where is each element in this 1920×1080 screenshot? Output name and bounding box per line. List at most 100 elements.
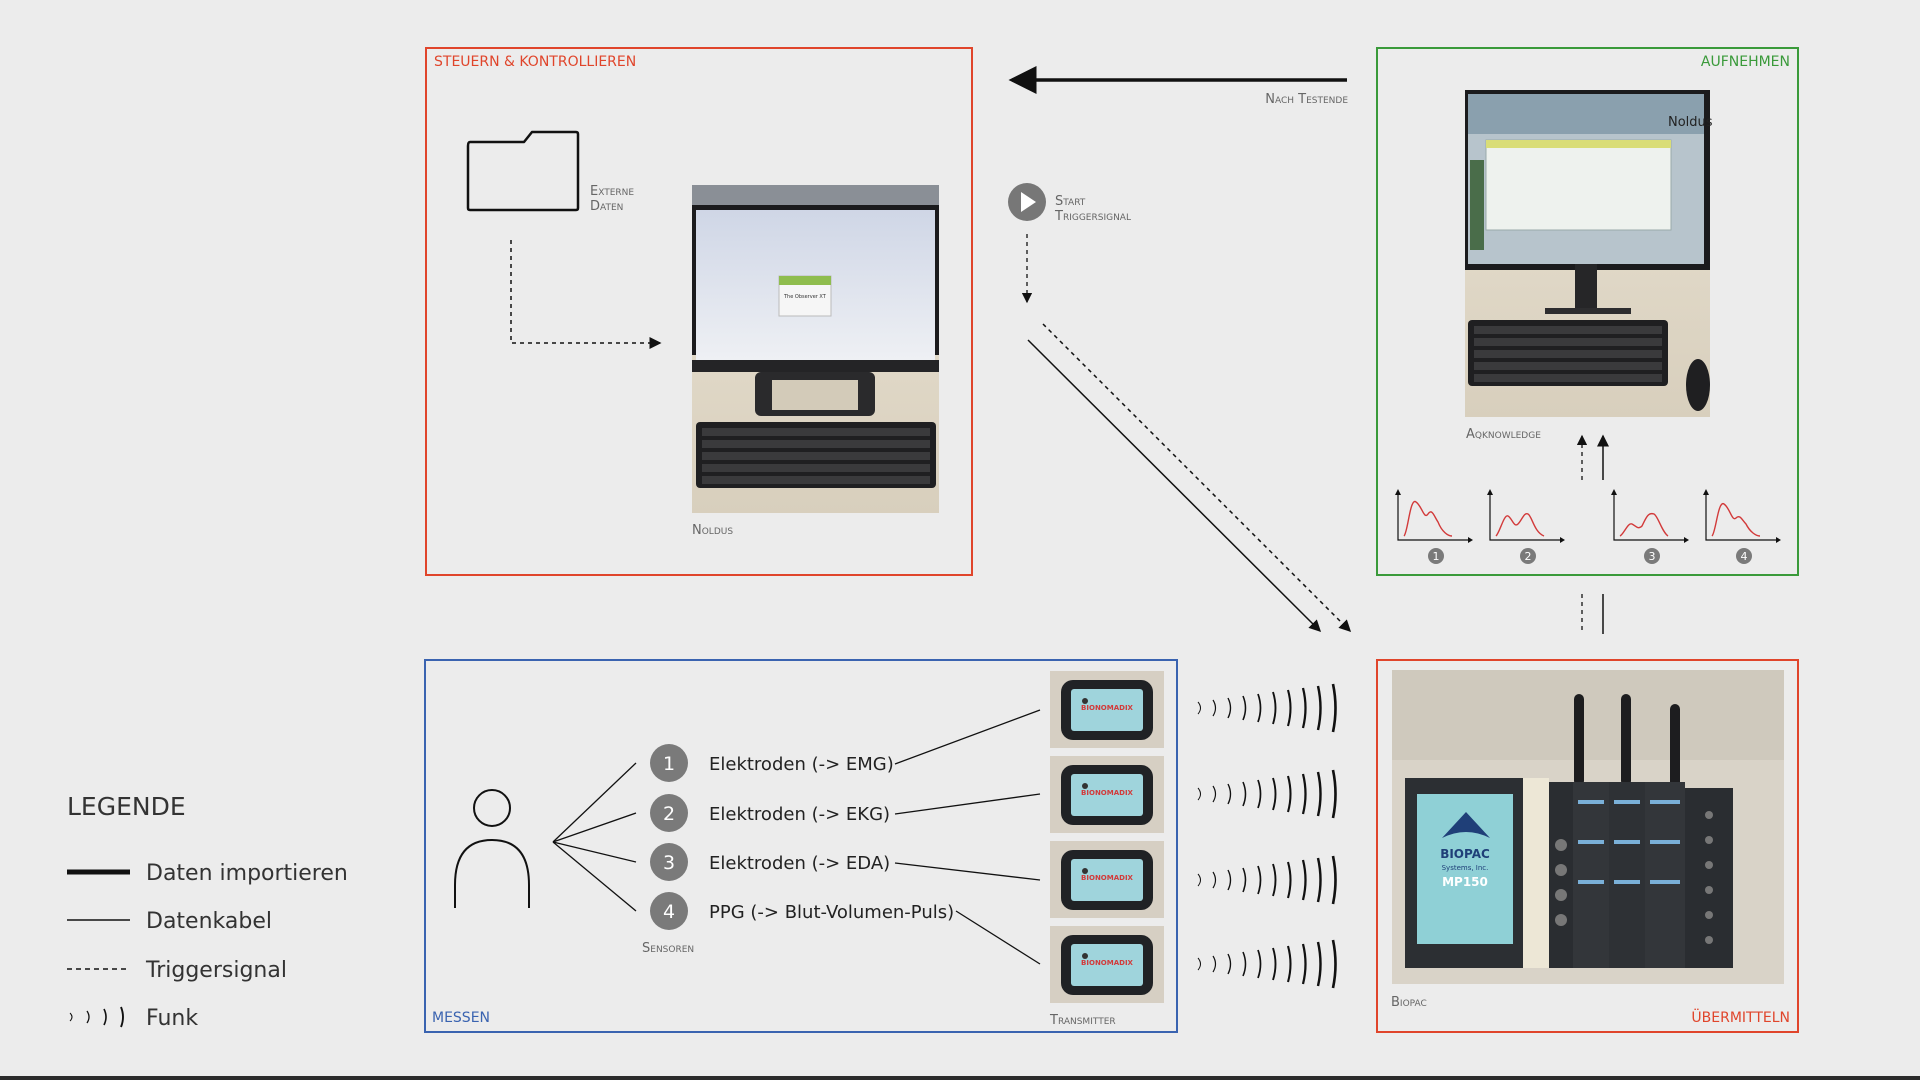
wave-arc xyxy=(1301,943,1307,985)
sensor-item-3: 3 Elektroden (-> EDA) xyxy=(650,843,890,881)
wave-arc xyxy=(1301,687,1307,729)
signal-chart-x-arrowhead xyxy=(1468,537,1473,543)
sensor-number-badge xyxy=(650,892,688,930)
signal-number-badge xyxy=(1644,548,1660,564)
wireless-signals xyxy=(1197,683,1337,989)
play-icon xyxy=(1008,183,1046,221)
biopac-model-label: MP150 xyxy=(1442,875,1488,889)
biopac-module-details xyxy=(1578,800,1680,884)
person-to-sensor-line xyxy=(552,841,637,863)
transmitter-device-1: BIONOMADIX xyxy=(1050,671,1164,748)
transmitter-brand: BIONOMADIX xyxy=(1081,704,1133,712)
person-icon xyxy=(454,789,530,908)
transmitter-label: Transmitter xyxy=(1049,1013,1116,1028)
signal-number: 2 xyxy=(1525,550,1532,563)
legend-item-dashed: Triggersignal xyxy=(67,958,287,983)
transmitter-led xyxy=(1082,783,1088,789)
sensor-number: 3 xyxy=(663,852,675,874)
wave-arc xyxy=(1301,773,1307,815)
legend-wave-arc xyxy=(120,1006,124,1028)
wave-arc xyxy=(1227,697,1232,719)
person-to-sensor-line xyxy=(552,841,637,912)
sensor-number: 4 xyxy=(663,901,675,923)
legend-wave-arc xyxy=(86,1010,90,1024)
keyboard-keys xyxy=(702,428,930,484)
signal-chart-4: 4 xyxy=(1703,489,1781,564)
wave-arc xyxy=(1242,951,1247,977)
sensor-number-badge xyxy=(650,794,688,832)
wave-arc xyxy=(1227,869,1232,891)
signal-chart-x-arrowhead xyxy=(1776,537,1781,543)
wave-arc xyxy=(1227,783,1232,805)
sensor-number-badge xyxy=(650,744,688,782)
signal-chart-axes xyxy=(1613,492,1686,541)
signal-curve xyxy=(1711,503,1761,537)
sensor-label: Elektroden (-> EDA) xyxy=(709,853,890,874)
wave-arc xyxy=(1257,779,1262,809)
measure-section-frame xyxy=(424,659,1178,1033)
signal-chart-y-arrowhead xyxy=(1487,489,1493,495)
wireless-signal-2 xyxy=(1197,769,1337,819)
start-trigger-line1: Start xyxy=(1055,194,1086,209)
sensor-number-badge xyxy=(650,843,688,881)
wave-arc xyxy=(1257,865,1262,895)
signal-number: 3 xyxy=(1649,550,1656,563)
transmitter-devices: BIONOMADIX BIONOMADIX BIONOMADIX BIONOMADIX xyxy=(1050,671,1164,1003)
biopac-brand-label: BIOPAC xyxy=(1440,847,1490,861)
transmitter-device-4: BIONOMADIX xyxy=(1050,926,1164,1003)
signal-chart-axes xyxy=(1397,492,1470,541)
wave-arc xyxy=(1197,787,1201,801)
sensor-number: 1 xyxy=(663,753,675,775)
wave-arc xyxy=(1286,689,1292,727)
wave-arc xyxy=(1316,771,1322,817)
record-section-title: AUFNEHMEN xyxy=(1701,54,1790,70)
wave-arc xyxy=(1242,695,1247,721)
signal-chart-x-arrowhead xyxy=(1684,537,1689,543)
legend-item-thin: Datenkabel xyxy=(67,909,272,934)
sensor-label: PPG (-> Blut-Volumen-Puls) xyxy=(709,902,954,923)
wave-arc xyxy=(1212,785,1217,803)
wave-arc xyxy=(1197,701,1201,715)
transmitter-device-3: BIONOMADIX xyxy=(1050,841,1164,918)
signal-curve xyxy=(1403,501,1453,537)
wave-arc xyxy=(1212,955,1217,973)
folder-import-arrow xyxy=(510,240,662,349)
transmitter-led xyxy=(1082,698,1088,704)
control-section-frame xyxy=(425,47,973,576)
sensor-to-transmitter-cable xyxy=(894,793,1041,815)
transmitter-brand: BIONOMADIX xyxy=(1081,874,1133,882)
wave-arc xyxy=(1197,957,1201,971)
wave-arc xyxy=(1242,781,1247,807)
wireless-signal-3 xyxy=(1197,855,1337,905)
wave-arc xyxy=(1257,949,1262,979)
legend-label: Funk xyxy=(146,1006,198,1031)
biopac-device-photo: BIOPAC Systems, Inc. MP150 xyxy=(1392,670,1784,984)
sensor-to-transmitter-cable xyxy=(894,862,1041,881)
wave-arc xyxy=(1272,863,1277,897)
wave-arc xyxy=(1272,777,1277,811)
transmitter-faceplate xyxy=(1071,944,1143,986)
signal-curve xyxy=(1495,513,1545,537)
transmitter-faceplate xyxy=(1071,774,1143,816)
legend-wave-arc xyxy=(69,1012,73,1022)
transmitter-brand: BIONOMADIX xyxy=(1081,789,1133,797)
sensoren-label: Sensoren xyxy=(642,941,694,956)
transmitter-brand: BIONOMADIX xyxy=(1081,959,1133,967)
signal-chart-y-arrowhead xyxy=(1611,489,1617,495)
nach-testende-label: Nach Testende xyxy=(1265,92,1348,107)
signal-number-badge xyxy=(1428,548,1444,564)
wave-arc xyxy=(1331,683,1337,733)
transmitter-led xyxy=(1082,953,1088,959)
aqknowledge-keyboard-keys xyxy=(1474,326,1662,382)
noldus-label: Noldus xyxy=(692,523,733,538)
transmitter-device-2: BIONOMADIX xyxy=(1050,756,1164,833)
wave-arc xyxy=(1197,873,1201,887)
control-to-biopac-cable xyxy=(1027,339,1322,633)
signal-chart-y-arrowhead xyxy=(1703,489,1709,495)
record-section-frame xyxy=(1376,47,1799,576)
transmit-section-frame xyxy=(1376,659,1799,1033)
person-to-sensor-line xyxy=(552,812,637,843)
sensor-label: Elektroden (-> EMG) xyxy=(709,754,894,775)
wave-arc xyxy=(1316,941,1322,987)
